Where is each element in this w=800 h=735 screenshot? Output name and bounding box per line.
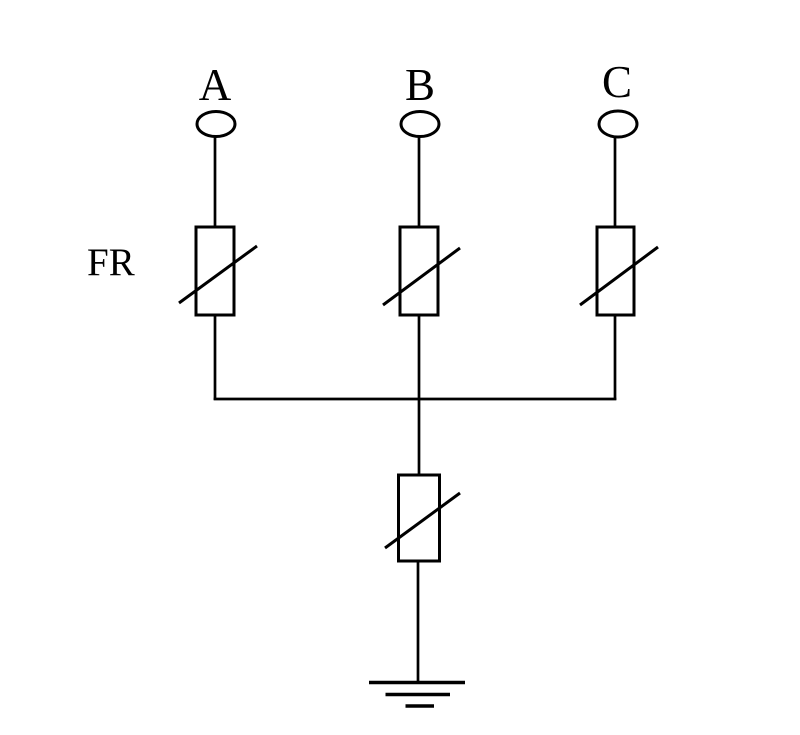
phase-b-varistor-body	[398, 225, 440, 317]
phase-c-branch: C	[579, 57, 659, 400]
ground-symbol-icon	[369, 680, 465, 708]
phase-a-branch: A	[178, 60, 258, 400]
phase-b-branch: B	[382, 60, 461, 400]
neutral-varistor-stroke	[384, 491, 461, 550]
phase-a-varistor-body	[194, 225, 236, 317]
phase-b-label: B	[405, 60, 435, 110]
fr-label: FR	[87, 241, 135, 284]
phase-a-label: A	[199, 60, 232, 110]
neutral-varistor-body	[397, 473, 441, 563]
phase-c-label: C	[602, 57, 632, 107]
phase-a-terminal-icon	[195, 110, 237, 138]
neutral-branch	[384, 399, 461, 683]
phase-c-varistor-body	[595, 225, 636, 317]
phase-b-terminal-icon	[399, 110, 441, 138]
phase-a-varistor-stroke	[178, 244, 258, 305]
phase-b-varistor-stroke	[382, 246, 461, 307]
phase-c-varistor-stroke	[579, 245, 659, 307]
phase-c-terminal-icon	[597, 109, 639, 139]
